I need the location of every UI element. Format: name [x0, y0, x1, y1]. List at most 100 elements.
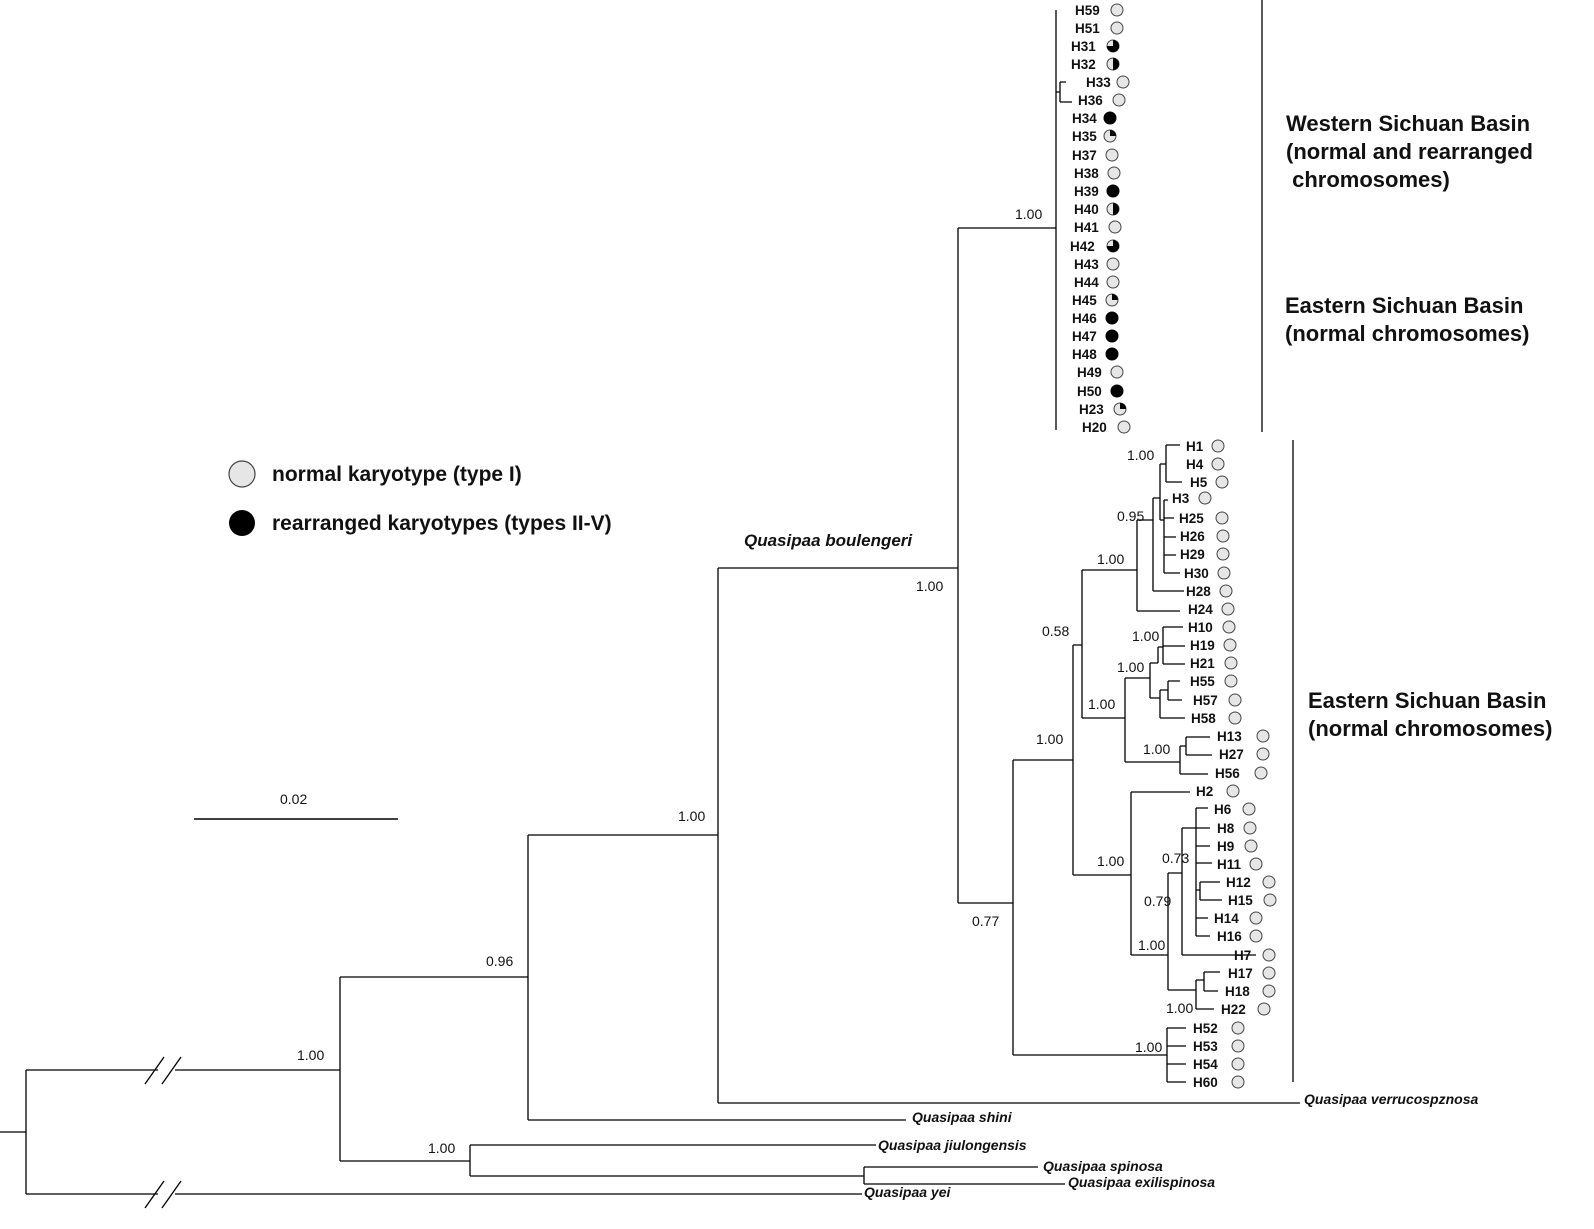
support-value: 1.00: [678, 808, 705, 824]
tip-label: H38: [1074, 166, 1099, 181]
tip-label: H10: [1188, 620, 1213, 635]
karyotype-marker: [1228, 693, 1242, 707]
region-western-line2: (normal and rearranged: [1286, 139, 1533, 164]
karyotype-marker: [1257, 1002, 1271, 1016]
karyotype-marker-slice: [1107, 40, 1119, 52]
karyotype-marker: [1242, 802, 1256, 816]
tip-label: H33: [1086, 75, 1111, 90]
legend-rearranged-marker: [229, 510, 255, 536]
karyotype-marker: [1112, 93, 1126, 107]
support-value: 1.00: [297, 1047, 324, 1063]
support-value: 1.00: [1117, 659, 1144, 675]
karyotype-marker-slice: [1112, 294, 1118, 300]
karyotype-marker: [1231, 1057, 1245, 1071]
support-value: 1.00: [428, 1140, 455, 1156]
karyotype-marker: [1108, 220, 1122, 234]
karyotype-marker: [1249, 857, 1263, 871]
support-value: 0.95: [1117, 508, 1144, 524]
karyotype-marker: [1224, 656, 1238, 670]
support-value: 1.00: [916, 578, 943, 594]
support-value: 1.00: [1015, 206, 1042, 222]
tip-label: H15: [1228, 893, 1253, 908]
karyotype-marker: [1231, 1039, 1245, 1053]
karyotype-marker: [1249, 929, 1263, 943]
tip-label: H36: [1078, 93, 1103, 108]
support-value: 1.00: [1138, 937, 1165, 953]
legend-rearranged-label: rearranged karyotypes (types II-V): [272, 512, 612, 535]
region-eastern-upper-line1: Eastern Sichuan Basin: [1285, 293, 1523, 318]
karyotype-marker: [1222, 620, 1236, 634]
karyotype-marker: [1107, 166, 1121, 180]
tip-label: H44: [1074, 275, 1099, 290]
tip-label: H13: [1217, 729, 1242, 744]
karyotype-marker: [1223, 638, 1237, 652]
karyotype-marker: [1228, 711, 1242, 725]
karyotype-marker: [1110, 384, 1124, 398]
tip-label: H26: [1180, 529, 1205, 544]
tip-label: H11: [1217, 857, 1242, 872]
karyotype-marker-slice: [1113, 58, 1119, 70]
support-value: 0.79: [1144, 893, 1171, 909]
outgroup-label: Quasipaa exilispinosa: [1068, 1174, 1215, 1190]
outgroup-label: Quasipaa jiulongensis: [878, 1137, 1027, 1153]
tip-label: H48: [1072, 347, 1097, 362]
karyotype-marker: [1256, 729, 1270, 743]
karyotype-marker: [1211, 457, 1225, 471]
tip-label: H29: [1180, 547, 1205, 562]
support-value: 1.00: [1135, 1039, 1162, 1055]
tip-label: H50: [1077, 384, 1102, 399]
region-eastern-upper-line2: (normal chromosomes): [1285, 321, 1530, 346]
tip-label: H17: [1228, 966, 1253, 981]
tip-label: H7: [1234, 948, 1251, 963]
tip-label: H28: [1186, 584, 1211, 599]
karyotype-marker: [1211, 439, 1225, 453]
support-value: 0.77: [972, 913, 999, 929]
karyotype-marker: [1106, 184, 1120, 198]
support-values: 1.00 1.00 0.95 1.00 0.58 1.00 1.00 1.00 …: [297, 206, 1193, 1156]
karyotype-marker: [1249, 911, 1263, 925]
karyotype-marker: [1106, 257, 1120, 271]
scale-bar-label: 0.02: [280, 791, 307, 807]
tip-label: H46: [1072, 311, 1097, 326]
region-eastern-lower-line2: (normal chromosomes): [1308, 716, 1553, 741]
karyotype-marker-slice: [1107, 240, 1119, 252]
karyotype-marker: [1110, 21, 1124, 35]
karyotype-marker-slice: [1110, 130, 1116, 136]
karyotype-marker: [1256, 747, 1270, 761]
tip-label: H42: [1070, 239, 1095, 254]
tip-label: H21: [1190, 656, 1215, 671]
tip-label: H52: [1193, 1021, 1218, 1036]
karyotype-marker: [1215, 511, 1229, 525]
legend-normal-label: normal karyotype (type I): [272, 463, 522, 486]
karyotype-marker: [1110, 3, 1124, 17]
support-value: 0.96: [486, 953, 513, 969]
tip-label: H9: [1217, 839, 1234, 854]
karyotype-marker: [1106, 275, 1120, 289]
tip-label: H24: [1188, 602, 1213, 617]
branches: [0, 10, 1300, 1209]
tip-label: H56: [1215, 766, 1240, 781]
tip-label: H18: [1225, 984, 1250, 999]
tip-label: H32: [1071, 57, 1096, 72]
tip-label: H53: [1193, 1039, 1218, 1054]
karyotype-marker: [1226, 784, 1240, 798]
karyotype-marker: [1116, 75, 1130, 89]
karyotype-marker: [1254, 766, 1268, 780]
karyotype-marker: [1105, 148, 1119, 162]
karyotype-marker: [1244, 839, 1258, 853]
karyotype-marker: [1105, 329, 1119, 343]
outgroup-label: Quasipaa verrucospznosa: [1304, 1091, 1479, 1107]
karyotype-marker: [1262, 984, 1276, 998]
tip-label: H40: [1074, 202, 1099, 217]
support-value: 1.00: [1143, 741, 1170, 757]
support-value: 1.00: [1088, 696, 1115, 712]
support-value: 1.00: [1097, 853, 1124, 869]
tip-label: H2: [1196, 784, 1213, 799]
support-value: 0.58: [1042, 623, 1069, 639]
tip-label: H35: [1072, 129, 1097, 144]
karyotype-marker: [1103, 111, 1117, 125]
karyotype-marker: [1105, 311, 1119, 325]
outgroup-label: Quasipaa spinosa: [1043, 1158, 1163, 1174]
support-value: 1.00: [1097, 551, 1124, 567]
